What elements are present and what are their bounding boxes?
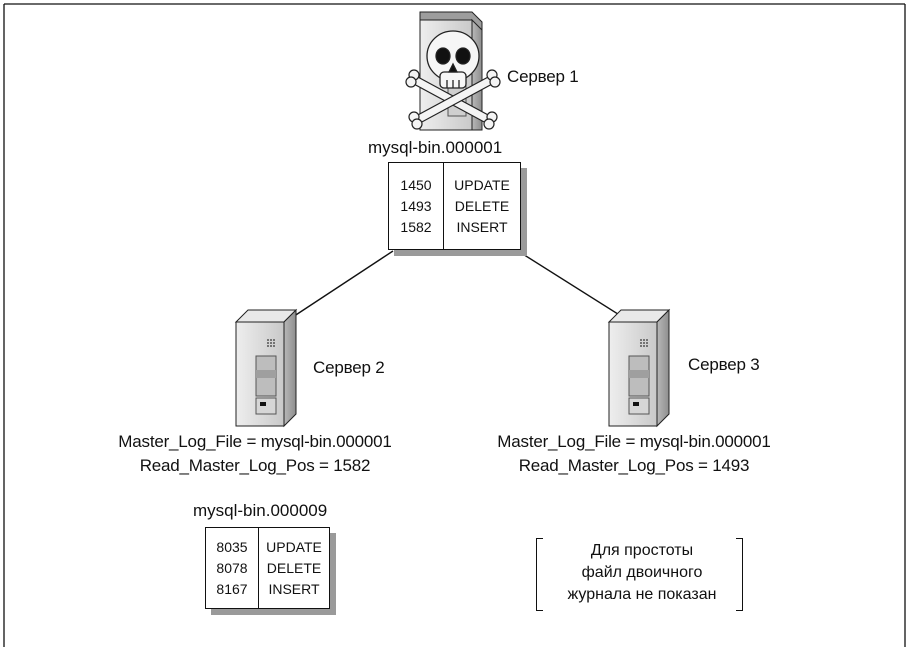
server3-read-master-log-pos: Read_Master_Log_Pos = 1493	[518, 456, 750, 475]
note-line: файл двоичного	[581, 564, 703, 581]
server2-binlog-name: mysql-bin.000009	[193, 501, 328, 520]
binlog-position: 8078	[216, 559, 248, 576]
server3-label: Сервер 3	[688, 355, 760, 374]
binlog-position-column: 8035 8078 8167	[206, 528, 259, 608]
binlog-position-column: 1450 1493 1582	[389, 163, 444, 249]
server1-binlog-box: 1450 1493 1582 UPDATE DELETE INSERT	[388, 162, 521, 250]
server2-binlog-box: 8035 8078 8167 UPDATE DELETE INSERT	[205, 527, 330, 609]
note-right-bracket	[736, 538, 743, 611]
binlog-operation: DELETE	[266, 559, 322, 576]
server1-skull-icon	[405, 11, 501, 131]
binlog-position: 1582	[400, 218, 432, 235]
binlog-operation: UPDATE	[454, 176, 510, 193]
server3-icon	[607, 308, 671, 428]
note-line: Для простоты	[590, 542, 694, 559]
server2-icon	[234, 308, 298, 428]
server2-label: Сервер 2	[313, 358, 385, 377]
binlog-operation: UPDATE	[266, 538, 322, 555]
binlog-operation: INSERT	[268, 580, 320, 597]
server2-master-log-file: Master_Log_File = mysql-bin.000001	[118, 432, 392, 451]
binlog-operation-column: UPDATE DELETE INSERT	[259, 528, 329, 608]
binlog-operation-column: UPDATE DELETE INSERT	[444, 163, 520, 249]
binlog-operation: INSERT	[456, 218, 508, 235]
server3-master-log-file: Master_Log_File = mysql-bin.000001	[497, 432, 771, 451]
note-line: журнала не показан	[567, 586, 717, 603]
server1-binlog-name: mysql-bin.000001	[368, 138, 503, 157]
server1-label: Сервер 1	[507, 67, 579, 86]
binlog-position: 1450	[400, 176, 432, 193]
binlog-position: 8167	[216, 580, 248, 597]
server2-read-master-log-pos: Read_Master_Log_Pos = 1582	[139, 456, 371, 475]
note-text: Для простоты файл двоичного журнала не п…	[548, 540, 736, 606]
binlog-position: 8035	[216, 538, 248, 555]
binlog-position: 1493	[400, 197, 432, 214]
note-left-bracket	[536, 538, 543, 611]
binlog-operation: DELETE	[454, 197, 510, 214]
